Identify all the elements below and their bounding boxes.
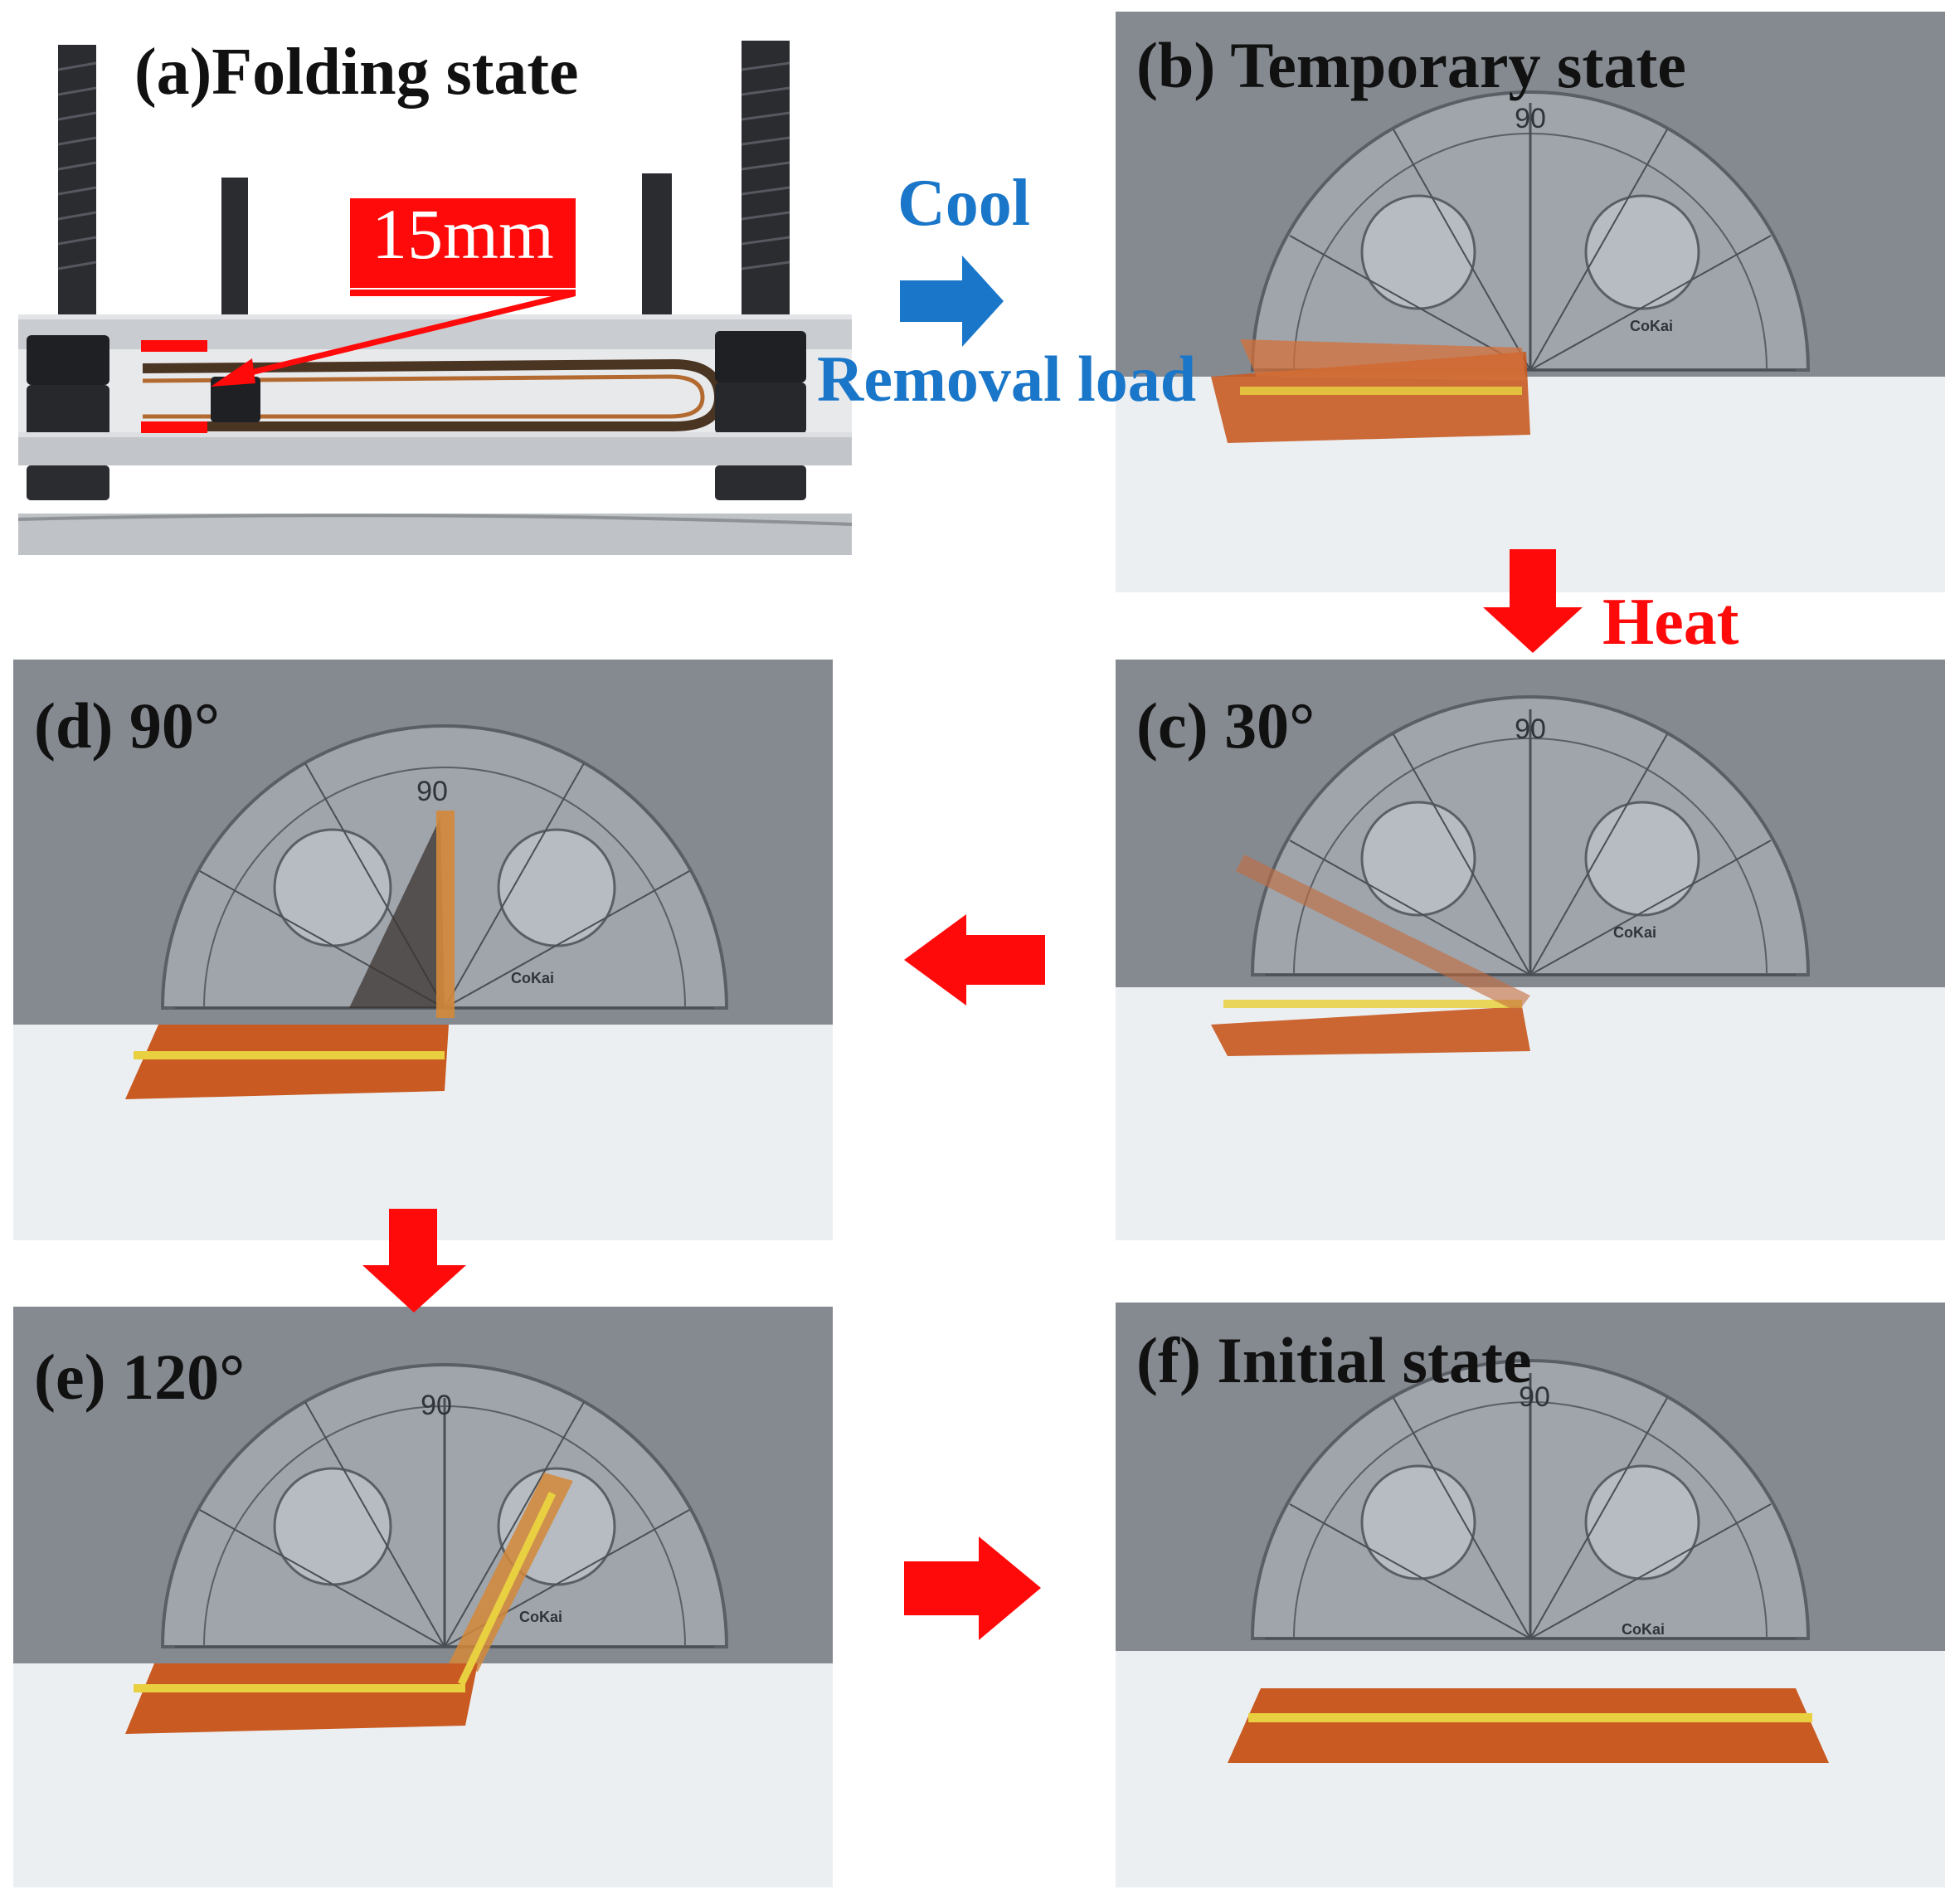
removal-load-label: Removal load xyxy=(817,343,1197,415)
panel-d-90-degrees: 90 CoKai (d) 90° xyxy=(13,660,833,1240)
heat-label: Heat xyxy=(1602,586,1739,659)
protractor-90-mark: 90 xyxy=(1515,713,1546,745)
arrow-right-red-icon xyxy=(904,1536,1041,1640)
protractor-photo-c: 90 CoKai xyxy=(1116,660,1945,1240)
protractor-90-mark: 90 xyxy=(416,776,448,807)
panel-a-label: (a)Folding state xyxy=(134,36,579,109)
arrow-right-blue-icon xyxy=(900,256,1004,347)
panel-d-label: (d) 90° xyxy=(34,689,221,762)
protractor-brand: CoKai xyxy=(511,970,554,986)
panel-f-initial-state: 90 CoKai (f) Initial state xyxy=(1116,1303,1945,1887)
protractor-photo-f: 90 CoKai xyxy=(1116,1303,1945,1887)
panel-b-label: (b) Temporary state xyxy=(1136,29,1686,101)
panel-e-label: (e) 120° xyxy=(34,1341,246,1413)
protractor-brand: CoKai xyxy=(1613,924,1656,941)
protractor-brand: CoKai xyxy=(1630,318,1673,334)
panel-b-temporary-state: 90 CoKai (b) Temporary state xyxy=(1116,12,1945,592)
panel-c-label: (c) 30° xyxy=(1136,689,1315,762)
protractor-90-mark: 90 xyxy=(1519,1381,1550,1413)
protractor-photo-e: 90 CoKai xyxy=(13,1307,833,1887)
protractor-brand: CoKai xyxy=(519,1609,562,1625)
clamp-fixture-illustration xyxy=(18,12,852,559)
panel-f-label: (f) Initial state xyxy=(1136,1324,1532,1396)
protractor-photo-b: 90 CoKai xyxy=(1116,12,1945,592)
panel-e-120-degrees: 90 CoKai (e) 120° xyxy=(13,1307,833,1887)
protractor-90-mark: 90 xyxy=(1515,103,1546,134)
arrow-left-red-icon xyxy=(904,914,1045,1006)
arrow-down-red-icon xyxy=(1483,549,1583,653)
dimension-label: 15mm xyxy=(372,194,554,274)
protractor-brand: CoKai xyxy=(1622,1621,1665,1638)
protractor-90-mark: 90 xyxy=(421,1390,452,1421)
protractor-photo-d: 90 CoKai xyxy=(13,660,833,1240)
panel-a-folding-state: (a)Folding state 15mm xyxy=(18,12,852,559)
panel-c-30-degrees: 90 CoKai (c) 30° xyxy=(1116,660,1945,1240)
cool-label: Cool xyxy=(897,167,1030,240)
arrow-down-red-icon-2 xyxy=(362,1209,466,1312)
